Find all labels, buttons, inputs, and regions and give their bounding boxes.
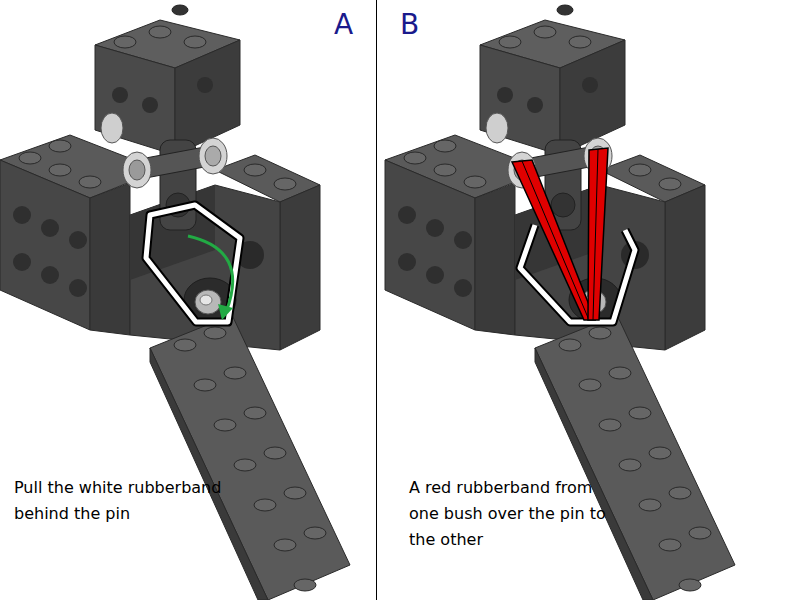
instruction-text: A red rubberband from one bush over the … xyxy=(409,475,624,553)
instruction-text: Pull the white rubberband behind the pin xyxy=(14,475,229,527)
panel-letter: B xyxy=(400,10,419,41)
panel-letter: A xyxy=(334,10,353,41)
